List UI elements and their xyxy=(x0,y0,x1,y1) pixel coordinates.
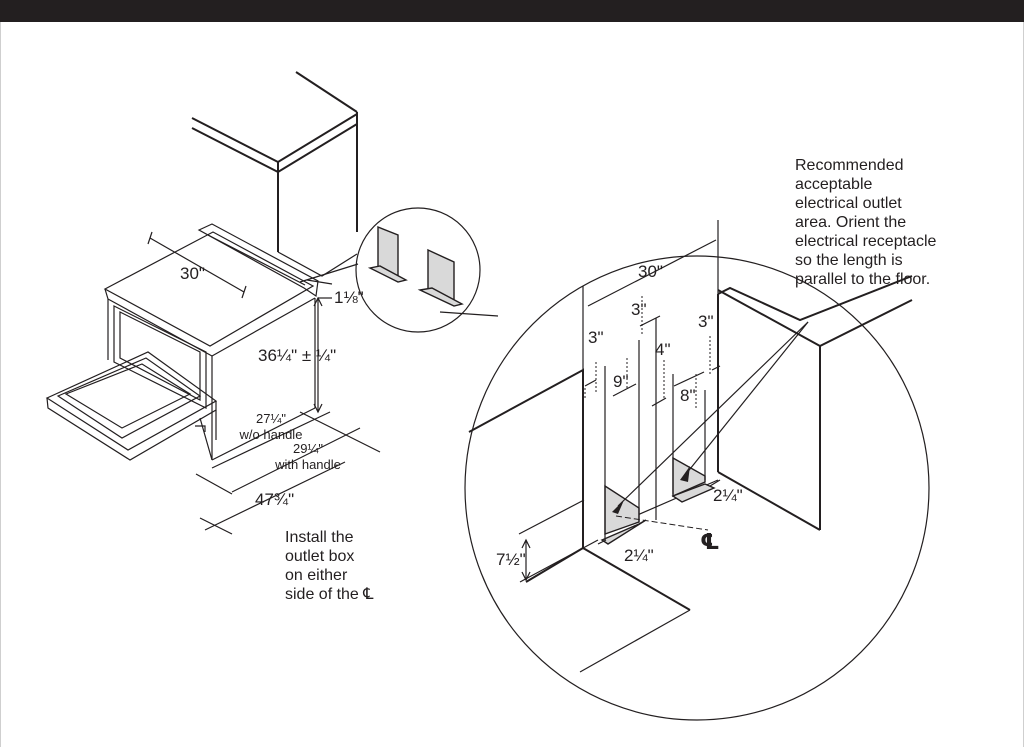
range-dimensions xyxy=(147,231,381,535)
detail-circle-large xyxy=(464,220,930,721)
dim-center-zone: 4" xyxy=(655,340,671,359)
recommended-note-line: parallel to the floor. xyxy=(795,271,931,288)
recommended-note-line: electrical receptacle xyxy=(795,233,937,250)
dim-left-zone: 9" xyxy=(613,372,629,391)
install-note-line: outlet box xyxy=(285,548,355,565)
install-note-line: on either xyxy=(285,567,348,584)
dim-depth-no-handle-note: w/o handle xyxy=(239,427,303,442)
recommended-note-line: Recommended xyxy=(795,157,904,174)
dim-range-width: 30" xyxy=(180,264,205,283)
dim-cab-width: 30" xyxy=(638,262,663,281)
install-note: Install the outlet box on either side of… xyxy=(285,528,374,604)
header-bar xyxy=(0,0,1024,22)
dim-right-margin: 3" xyxy=(698,312,714,331)
dim-top-offset: 1⅛" xyxy=(334,288,364,307)
dim-right-zone: 8" xyxy=(680,386,696,405)
range-illustration xyxy=(45,223,319,461)
dim-depth-no-handle-value: 27¼" xyxy=(256,411,286,426)
install-note-line: side of the ℄ xyxy=(285,586,374,603)
detail-circle-small xyxy=(299,207,499,333)
dim-left-margin: 3" xyxy=(588,328,604,347)
install-note-line: Install the xyxy=(285,529,354,546)
dim-depth-door-open: 47¾" xyxy=(255,490,295,509)
frame-border-left xyxy=(0,22,1,747)
dim-depth-handle-value: 29¼" xyxy=(293,441,323,456)
recommended-note-line: area. Orient the xyxy=(795,214,907,231)
recommended-note-line: electrical outlet xyxy=(795,195,902,212)
dim-center-gap: 3" xyxy=(631,300,647,319)
dim-box-offset-right: 2¼" xyxy=(713,486,743,505)
recommended-note-line: so the length is xyxy=(795,252,903,269)
recommended-note: Recommended acceptable electrical outlet… xyxy=(795,156,936,289)
recommended-note-line: acceptable xyxy=(795,176,873,193)
dim-floor-height: 7½" xyxy=(496,550,526,569)
cabinet-left-illustration xyxy=(191,71,358,277)
dim-height: 36¼" ± ¼" xyxy=(258,346,337,365)
centerline-symbol: ℄ xyxy=(700,529,720,554)
dim-depth-handle-note: with handle xyxy=(275,457,341,472)
dim-box-offset-left: 2¼" xyxy=(624,546,654,565)
